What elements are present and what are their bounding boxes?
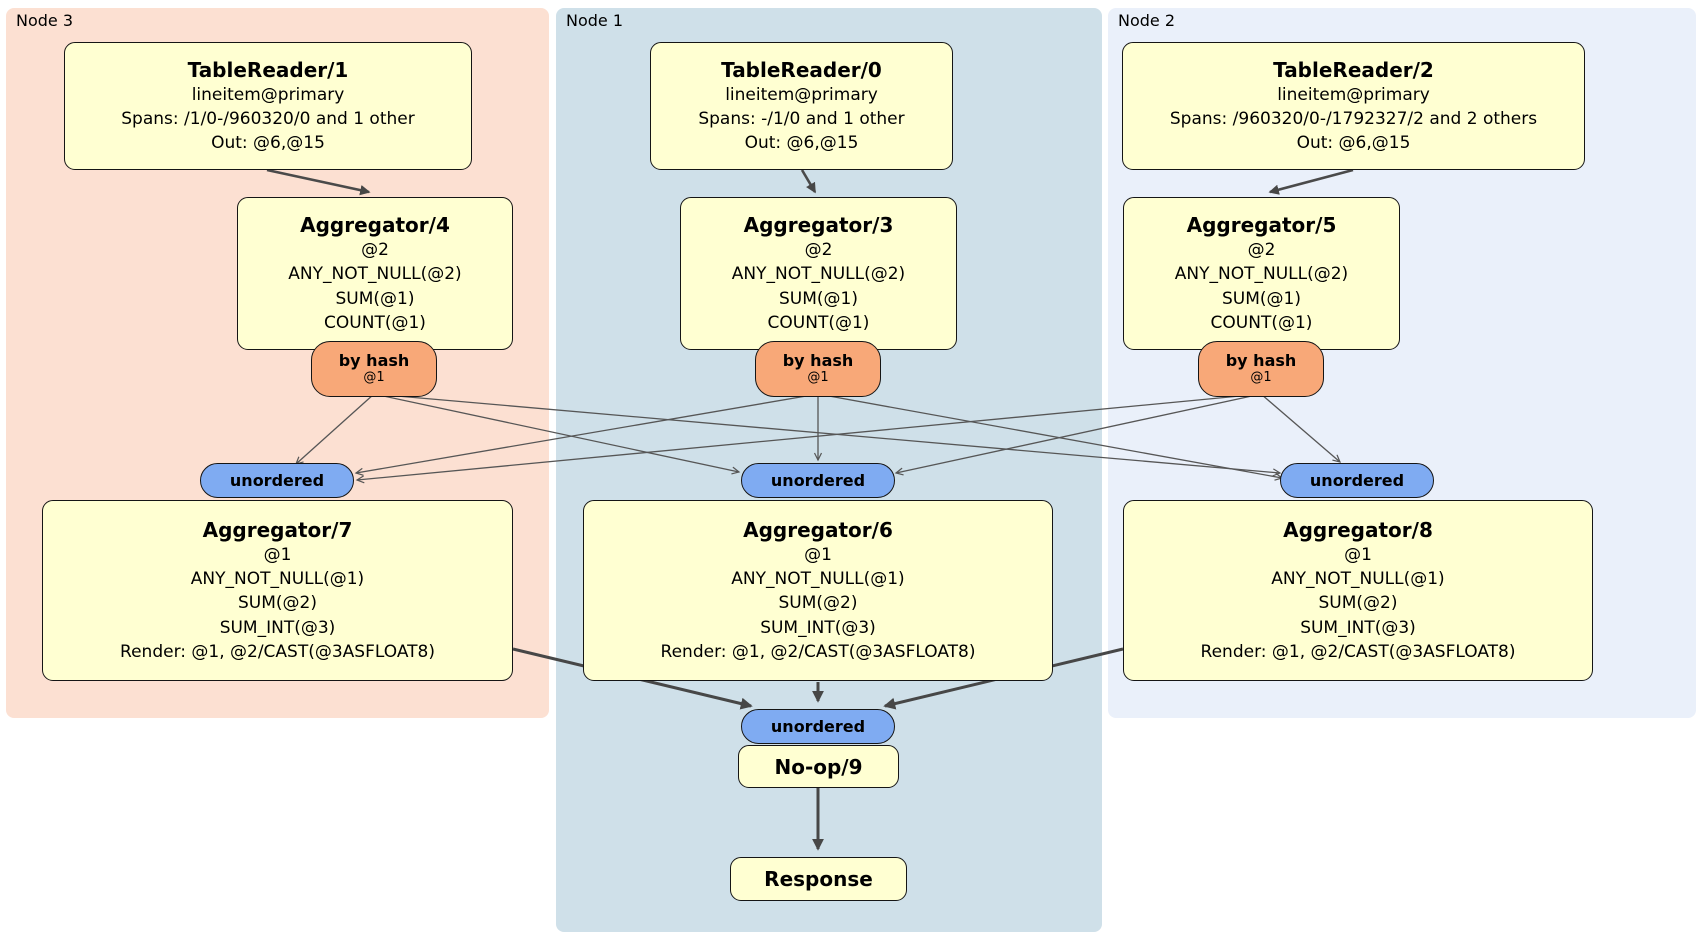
processor-aggregator-7: Aggregator/7 @1 ANY_NOT_NULL(@1) SUM(@2)… — [42, 500, 513, 681]
processor-line: Spans: -/1/0 and 1 other — [698, 108, 905, 129]
processor-line: @2 — [361, 240, 389, 261]
edge-tr0-agg3 — [800, 169, 817, 194]
processor-line: SUM_INT(@3) — [1300, 617, 1416, 638]
processor-line: Render: @1, @2/CAST(@3ASFLOAT8) — [120, 641, 435, 662]
processor-line: Spans: /960320/0-/1792327/2 and 2 others — [1169, 108, 1538, 129]
panel-label-node1: Node 1 — [566, 11, 624, 30]
router-label: by hash — [338, 351, 410, 371]
processor-line: SUM_INT(@3) — [219, 617, 336, 638]
processor-line: ANY_NOT_NULL(@2) — [288, 264, 462, 285]
router-label: by hash — [1225, 351, 1297, 371]
processor-aggregator-3: Aggregator/3 @2 ANY_NOT_NULL(@2) SUM(@1)… — [680, 197, 957, 350]
processor-line: SUM(@1) — [779, 288, 858, 309]
processor-line: ANY_NOT_NULL(@1) — [731, 569, 905, 590]
processor-line: Render: @1, @2/CAST(@3ASFLOAT8) — [1200, 641, 1516, 662]
processor-line: Out: @6,@15 — [211, 133, 325, 154]
processor-line: SUM(@2) — [778, 593, 858, 614]
processor-title: Aggregator/4 — [300, 213, 450, 238]
edge-hash3-un8 — [817, 393, 1282, 478]
edge-hash3-un7 — [356, 393, 819, 473]
processor-aggregator-8: Aggregator/8 @1 ANY_NOT_NULL(@1) SUM(@2)… — [1123, 500, 1593, 681]
processor-title: Aggregator/8 — [1283, 518, 1433, 543]
processor-tablereader-0: TableReader/0 lineitem@primary Spans: -/… — [650, 42, 953, 170]
processor-line: @1 — [804, 545, 832, 566]
processor-title: Aggregator/3 — [743, 213, 894, 238]
processor-tablereader-2: TableReader/2 lineitem@primary Spans: /9… — [1122, 42, 1585, 170]
processor-line: SUM(@2) — [238, 593, 317, 614]
processor-aggregator-6: Aggregator/6 @1 ANY_NOT_NULL(@1) SUM(@2)… — [583, 500, 1053, 681]
edge-hash4-un8 — [373, 393, 1280, 473]
processor-title: Aggregator/6 — [743, 518, 893, 543]
edge-tr1-agg4 — [266, 168, 371, 196]
processor-title: No-op/9 — [774, 754, 863, 779]
processor-line: COUNT(@1) — [324, 312, 426, 333]
processor-aggregator-4: Aggregator/4 @2 ANY_NOT_NULL(@2) SUM(@1)… — [237, 197, 513, 350]
processor-title: TableReader/0 — [721, 57, 882, 82]
edge-hash5-un7 — [357, 393, 1262, 480]
processor-line: ANY_NOT_NULL(@1) — [190, 569, 365, 590]
processor-line: ANY_NOT_NULL(@1) — [1271, 569, 1445, 590]
sync-unordered-6: unordered — [741, 463, 895, 498]
response-box: Response — [730, 857, 907, 901]
processor-line: lineitem@primary — [725, 84, 878, 105]
processor-title: TableReader/2 — [1273, 57, 1434, 82]
processor-line: lineitem@primary — [191, 84, 345, 105]
processor-line: COUNT(@1) — [1210, 312, 1313, 333]
router-by-hash-3: by hash @1 — [755, 341, 881, 397]
processor-aggregator-5: Aggregator/5 @2 ANY_NOT_NULL(@2) SUM(@1)… — [1123, 197, 1400, 350]
router-detail: @1 — [363, 369, 385, 385]
processor-line: SUM(@1) — [1222, 288, 1301, 309]
processor-line: Render: @1, @2/CAST(@3ASFLOAT8) — [660, 641, 976, 662]
processor-title: TableReader/1 — [187, 57, 349, 82]
processor-line: Spans: /1/0-/960320/0 and 1 other — [121, 108, 415, 129]
sync-unordered-8: unordered — [1280, 463, 1434, 498]
edge-hash4-un6 — [373, 393, 739, 472]
processor-line: ANY_NOT_NULL(@2) — [731, 264, 906, 285]
processor-title: Aggregator/5 — [1186, 213, 1337, 238]
edge-tr2-agg5 — [1268, 168, 1354, 195]
router-by-hash-5: by hash @1 — [1198, 341, 1324, 397]
processor-line: Out: @6,@15 — [744, 133, 859, 154]
sync-unordered-7: unordered — [200, 463, 354, 498]
processor-line: @1 — [263, 545, 292, 566]
processor-line: SUM(@2) — [1318, 593, 1398, 614]
processor-title: Response — [764, 867, 873, 891]
sync-unordered-9: unordered — [741, 709, 895, 744]
router-detail: @1 — [807, 369, 829, 385]
processor-line: @1 — [1344, 545, 1372, 566]
processor-line: COUNT(@1) — [767, 312, 870, 333]
processor-line: @2 — [1247, 240, 1276, 261]
processor-line: Out: @6,@15 — [1296, 133, 1411, 154]
router-detail: @1 — [1250, 369, 1272, 385]
panel-label-node2: Node 2 — [1118, 11, 1176, 30]
processor-title: Aggregator/7 — [202, 518, 353, 543]
processor-line: SUM_INT(@3) — [760, 617, 876, 638]
edge-hash5-un9 — [1260, 393, 1340, 462]
router-by-hash-4: by hash @1 — [311, 341, 437, 397]
edge-hash5-un6 — [896, 393, 1262, 473]
processor-line: ANY_NOT_NULL(@2) — [1174, 264, 1349, 285]
panel-label-node3: Node 3 — [16, 11, 74, 30]
processor-line: SUM(@1) — [335, 288, 415, 309]
edge-hash4-un7 — [296, 393, 375, 464]
processor-noop-9: No-op/9 — [738, 745, 899, 788]
processor-line: lineitem@primary — [1277, 84, 1430, 105]
processor-line: @2 — [804, 240, 833, 261]
processor-tablereader-1: TableReader/1 lineitem@primary Spans: /1… — [64, 42, 472, 170]
router-label: by hash — [782, 351, 854, 371]
